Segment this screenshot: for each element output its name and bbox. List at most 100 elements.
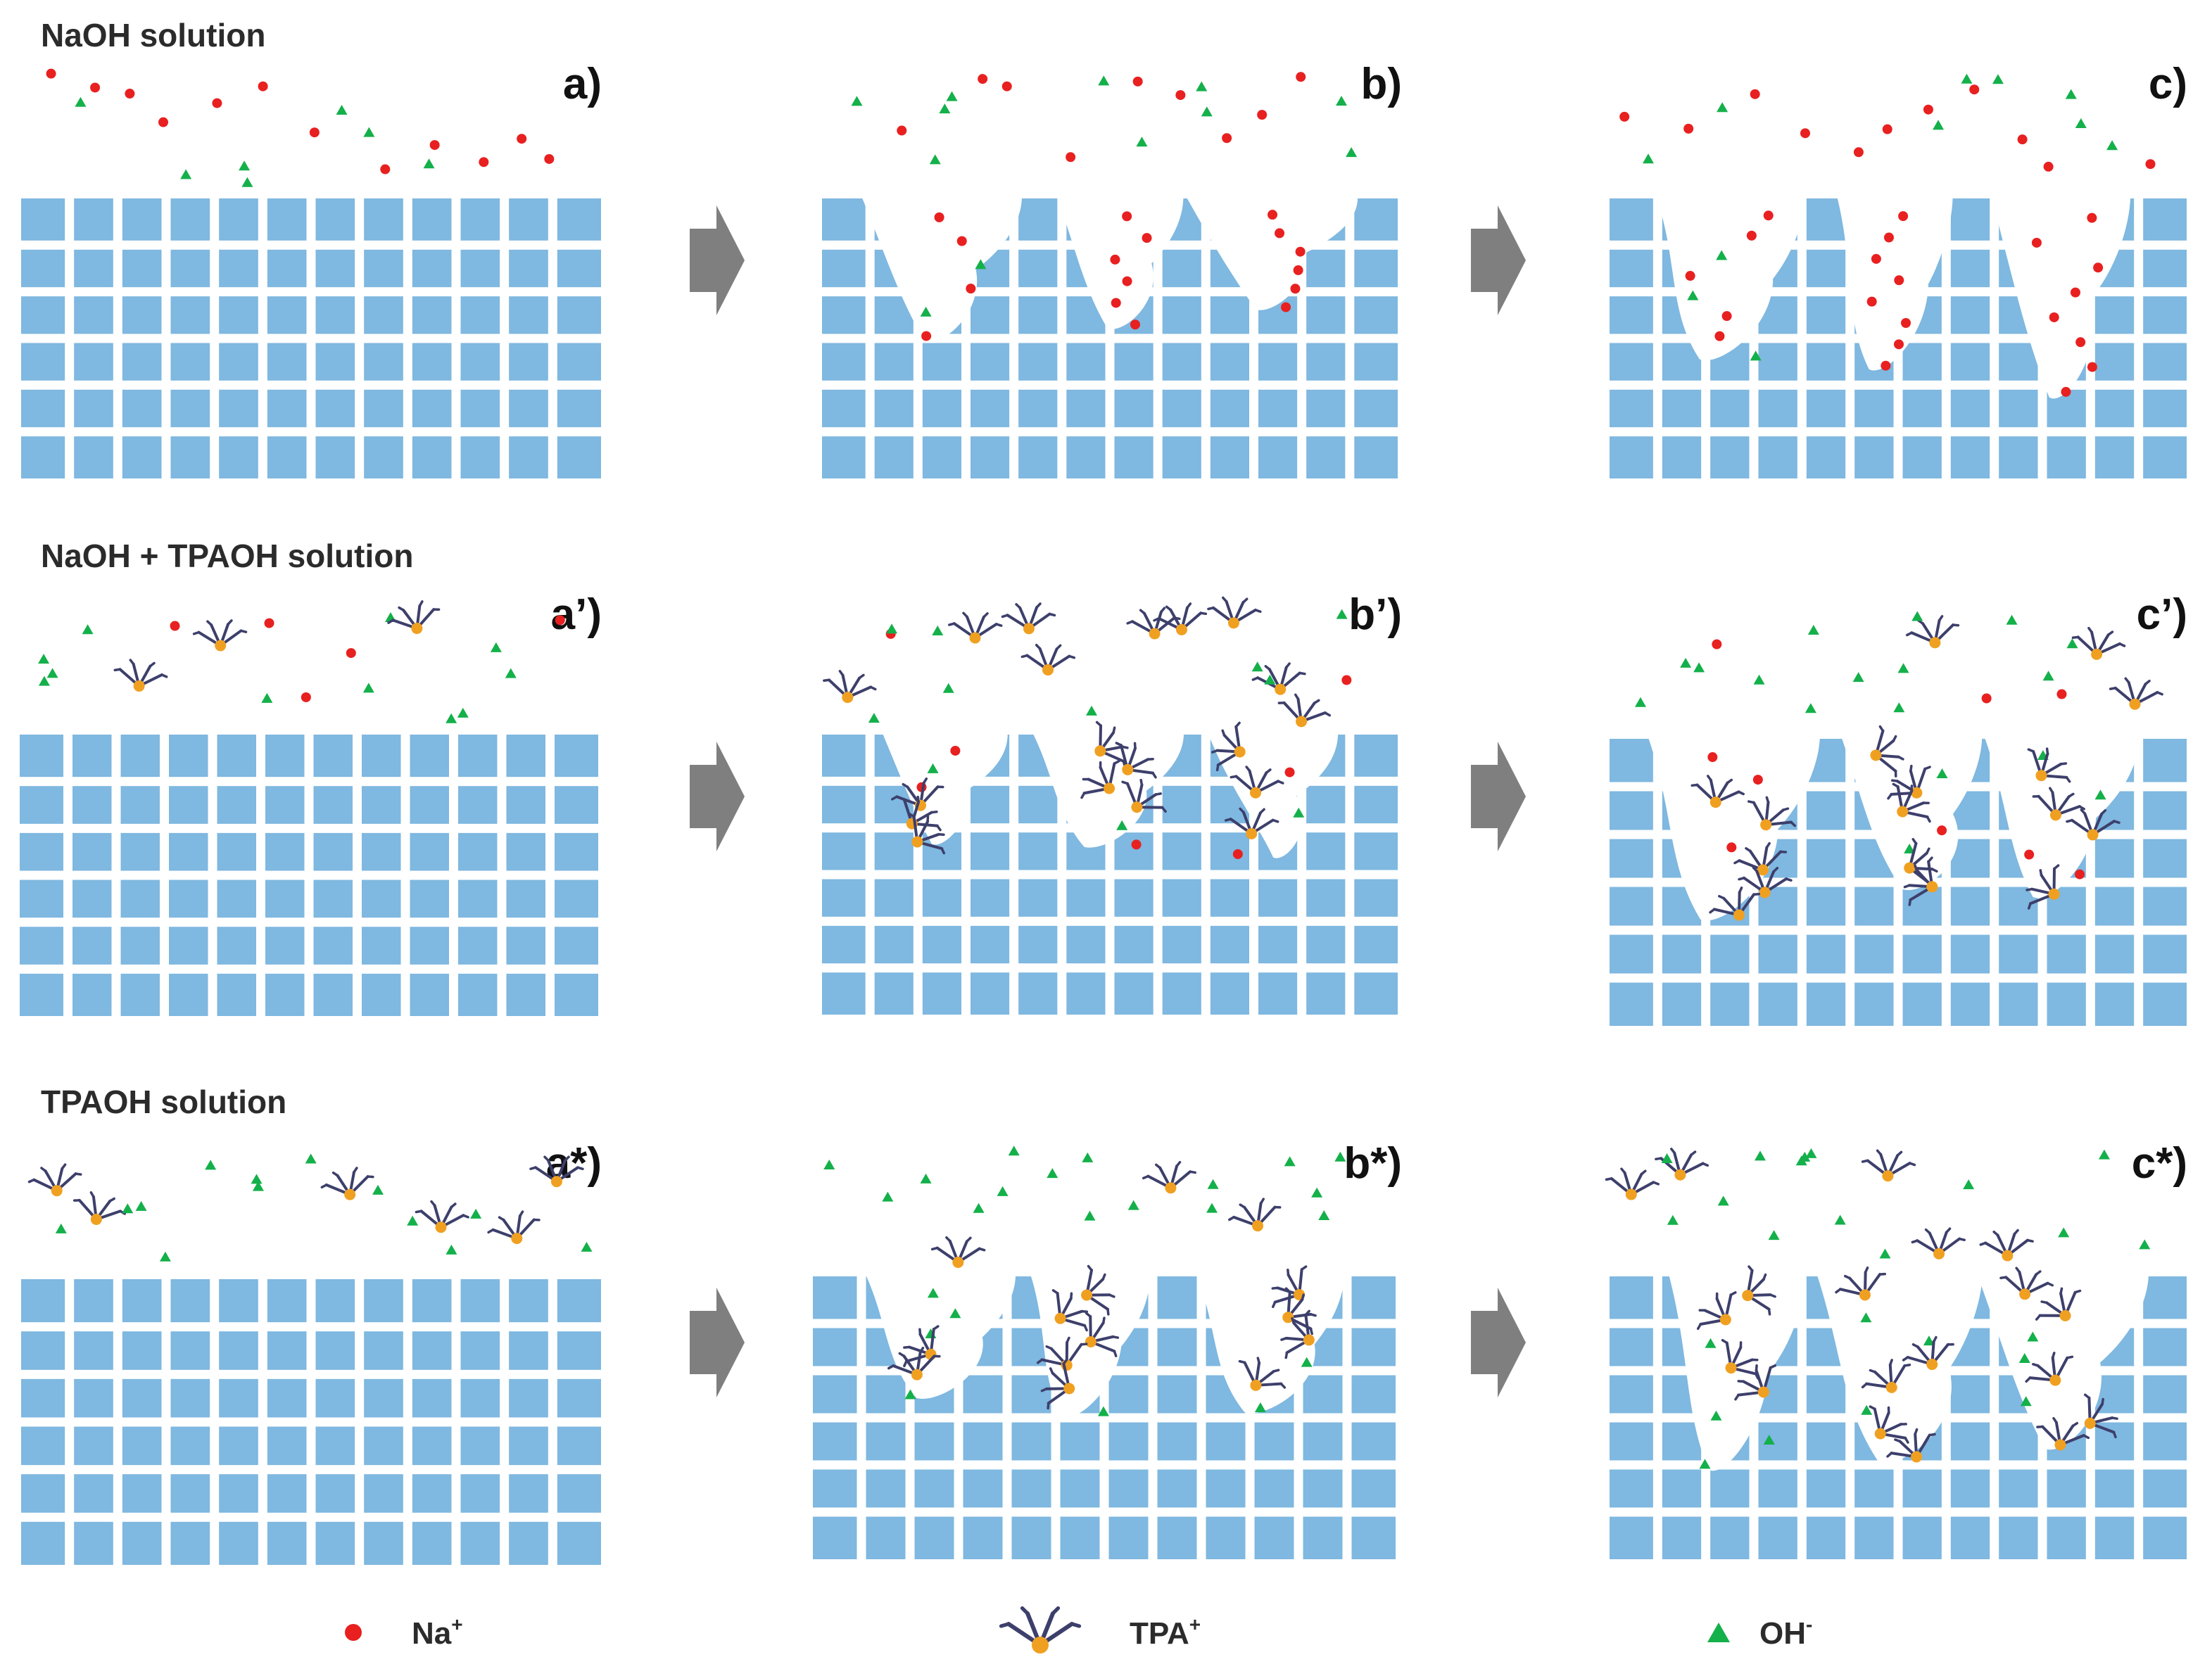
- grid-channel: [822, 380, 1398, 390]
- sodium-ion: [1222, 133, 1232, 144]
- legend-label-tpa: TPA: [1130, 1616, 1189, 1651]
- sodium-ion: [1619, 111, 1630, 122]
- tpa-molecule: [26, 1161, 85, 1202]
- hydroxide-ion: [82, 624, 94, 635]
- sodium-ion: [1898, 211, 1909, 222]
- hydroxide-ion: [1963, 1179, 1975, 1190]
- sodium-ion: [1712, 639, 1722, 649]
- grid-channel: [21, 427, 601, 437]
- sodium-ion: [2056, 689, 2067, 699]
- hydroxide-ion: [180, 169, 192, 179]
- hydroxide-ion: [1807, 625, 1819, 635]
- hydroxide-ion: [1346, 147, 1358, 158]
- arrow-row2-b-to-c: [1471, 742, 1526, 851]
- sodium-ion: [2031, 237, 2042, 248]
- hydroxide-ion: [851, 96, 863, 106]
- hydroxide-ion: [38, 675, 50, 686]
- hydroxide-ion: [946, 91, 958, 101]
- tpa-molecule: [384, 596, 445, 642]
- panel-label-a-prime: a’): [551, 590, 602, 639]
- hydroxide-ion: [1098, 75, 1110, 86]
- panel-label-c-star: c*): [2132, 1139, 2187, 1188]
- sodium-ion: [2049, 312, 2059, 322]
- sodium-ion: [517, 134, 527, 144]
- tpa-molecule: [2070, 626, 2126, 664]
- hydroxide-ion: [1795, 1155, 1807, 1166]
- hydroxide-ion: [1284, 1156, 1296, 1167]
- panel-c-star: [1603, 1146, 2187, 1559]
- tpa-molecule: [1978, 1228, 2035, 1264]
- hydroxide-ion: [135, 1200, 147, 1211]
- sodium-ion: [90, 82, 101, 93]
- hydroxide-ion: [159, 1251, 171, 1262]
- hydroxide-ion: [2106, 140, 2118, 151]
- tpa-molecule: [930, 1236, 986, 1270]
- hydroxide-ion: [581, 1241, 593, 1252]
- panel-a-star: [21, 1153, 601, 1565]
- sodium-ion: [1132, 76, 1143, 87]
- panel-b: [822, 72, 1398, 478]
- sodium-ion: [1281, 302, 1291, 312]
- sodium-ion: [1001, 81, 1012, 91]
- sodium-ion: [1763, 210, 1774, 221]
- dissolution-cavity: [1977, 1275, 2149, 1450]
- hydroxide-ion: [920, 1173, 932, 1183]
- legend: Na+ TPA+ OH-: [345, 1608, 1812, 1654]
- grid-channel: [21, 1369, 601, 1379]
- hydroxide-ion: [975, 259, 987, 269]
- sodium-ion: [1714, 331, 1725, 341]
- sodium-ion: [2075, 869, 2085, 880]
- sodium-ion: [1981, 693, 1992, 704]
- sodium-ion: [555, 615, 565, 626]
- hydroxide-ion: [1717, 1195, 1729, 1206]
- hydroxide-ion: [445, 1244, 457, 1255]
- hydroxide-ion: [1254, 1402, 1266, 1412]
- arrow-row1-b-to-c: [1471, 205, 1526, 315]
- dissolution-cavity: [866, 1275, 1016, 1399]
- sodium-ion: [125, 89, 135, 99]
- legend-label-sodium: Na: [412, 1616, 452, 1651]
- sodium-ion: [950, 745, 961, 756]
- hydroxide-ion: [362, 683, 374, 693]
- sodium-ion: [1752, 775, 1763, 785]
- sodium-ion: [380, 164, 391, 174]
- hydroxide-ion: [407, 1215, 419, 1226]
- sodium-ion: [956, 236, 967, 246]
- grid-channel: [21, 1322, 601, 1332]
- hydroxide-ion: [1311, 1187, 1323, 1198]
- hydroxide-ion: [1667, 1214, 1679, 1225]
- hydroxide-ion: [939, 103, 951, 114]
- hydroxide-ion: [1933, 120, 1945, 130]
- hydroxide-ion: [1834, 1214, 1846, 1225]
- sodium-ion: [544, 153, 555, 164]
- dissolution-cavity: [1816, 1275, 1983, 1463]
- svg-text:Na+: Na+: [412, 1613, 463, 1651]
- panel-b-prime: [819, 595, 1398, 1015]
- sodium-ion: [301, 692, 311, 702]
- hydroxide-ion: [1687, 290, 1699, 300]
- hydroxide-ion: [1680, 657, 1692, 668]
- hydroxide-ion: [423, 158, 435, 169]
- hydroxide-ion: [251, 1174, 263, 1184]
- sodium-ion: [1881, 360, 1891, 371]
- grid-channel: [21, 1512, 601, 1522]
- hydroxide-ion: [1705, 1338, 1717, 1348]
- hydroxide-ion: [1084, 1210, 1096, 1221]
- panel-b-star: [813, 1146, 1396, 1559]
- hydroxide-ion: [1264, 674, 1276, 685]
- row-title-tpaoh: TPAOH solution: [41, 1084, 286, 1120]
- hydroxide-ion: [2065, 89, 2077, 99]
- grid-channel: [20, 964, 598, 974]
- hydroxide-ion: [1206, 1202, 1218, 1213]
- sodium-ion: [212, 98, 222, 108]
- hydroxide-ion: [1961, 73, 1973, 84]
- hydroxide-ion: [46, 668, 58, 678]
- sodium-ion: [1937, 825, 1947, 836]
- hydroxide-ion: [470, 1208, 482, 1219]
- sodium-ion: [1232, 849, 1243, 859]
- hydroxide-ion: [1754, 1150, 1766, 1161]
- sodium-ion: [897, 125, 907, 136]
- sodium-ion: [978, 74, 988, 84]
- sodium-ion: [1871, 253, 1881, 264]
- hydroxide-ion: [1710, 1410, 1722, 1421]
